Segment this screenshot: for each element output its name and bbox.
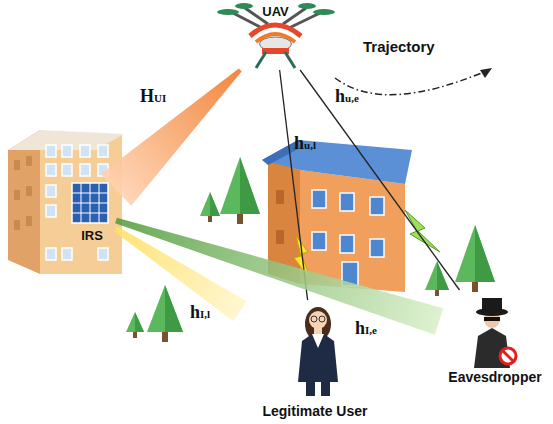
channel-line bbox=[300, 70, 459, 290]
channel-label: hI,l bbox=[190, 302, 210, 324]
channel-beam bbox=[101, 69, 242, 206]
eavesdropper-node: Eavesdropper bbox=[439, 290, 551, 388]
node-label: UAV bbox=[228, 4, 323, 20]
channel-label: hu,l bbox=[294, 133, 316, 155]
trajectory-label: Trajectory bbox=[363, 38, 435, 55]
node-label: Legitimate User bbox=[240, 403, 390, 420]
channel-label: HUI bbox=[140, 86, 166, 108]
node-label: Eavesdropper bbox=[439, 369, 551, 386]
user-node: Legitimate User bbox=[240, 300, 390, 422]
uav-node: UAV bbox=[228, 2, 323, 70]
node-label: IRS bbox=[68, 228, 116, 244]
irs-node: IRS bbox=[68, 180, 116, 246]
channel-label: hI,e bbox=[355, 318, 377, 340]
channel-label: hu,e bbox=[335, 86, 359, 108]
channel-beam bbox=[115, 218, 443, 335]
